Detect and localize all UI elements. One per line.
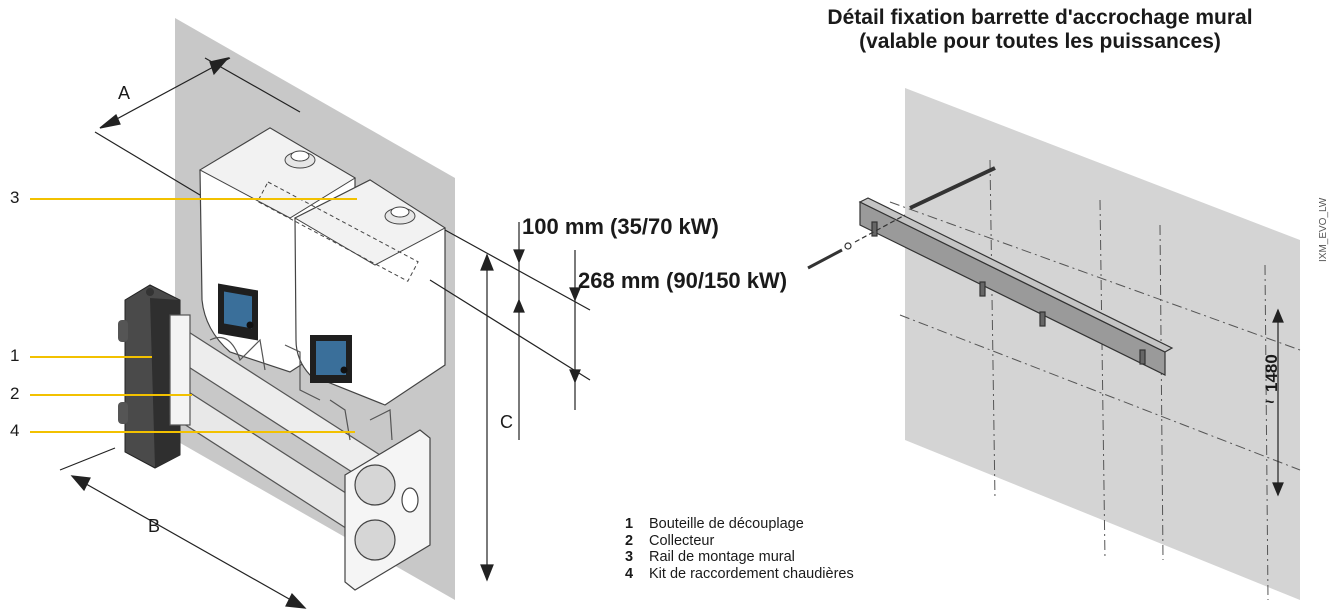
callout-3-label: 3 [10,188,20,207]
detail-height-approx: ~ [1265,394,1275,411]
legend-text: Rail de montage mural [649,549,795,565]
boiler-front [256,179,446,406]
dimension-b-label: B [148,516,161,536]
offset-dimension [513,222,581,440]
dimension-c [429,229,591,582]
legend-item: 3 Rail de montage mural [625,549,854,566]
dimension-a [94,57,301,196]
legend-number: 3 [625,549,634,565]
legend: 1 Bouteille de découplage 2 Collecteur 3 Ra… [625,516,854,582]
detail-title: Détail fixation barrette d'accrochage mu… [780,6,1300,54]
legend-item: 2 Collecteur [625,533,854,550]
callout-4-label: 4 [10,421,20,440]
detail-guidelines [889,159,1301,601]
callout-1-label: 1 [10,346,20,365]
note-268mm: 268 mm (90/150 kW) [578,268,788,293]
legend-text: Bouteille de découplage [649,516,804,532]
flange-frame [344,429,431,591]
callout-lines [30,198,357,433]
detail-height-value: 1480 [1262,354,1281,392]
note-100mm: 100 mm (35/70 kW) [522,214,719,239]
legend-text: Kit de raccordement chaudières [649,565,854,582]
detail-title-line2: (valable pour toutes les puissances) [859,30,1221,53]
dimension-b [59,447,307,609]
legend-number: 1 [625,516,634,532]
reference-code: IXM_EVO_LW [1318,197,1329,262]
legend-text: Collecteur [649,532,715,549]
screw-and-plug [807,166,996,270]
dimension-a-label: A [118,83,131,103]
detail-title-line1: Détail fixation barrette d'accrochage mu… [827,6,1253,29]
legend-number: 4 [625,565,634,582]
callout-2-label: 2 [10,384,20,403]
legend-item: 1 Bouteille de découplage [625,516,854,533]
height-dimension [1272,308,1284,497]
wall-bar [858,197,1174,376]
dimension-c-label: C [500,412,513,432]
legend-number: 2 [625,532,634,549]
legend-item: 4 Kit de raccordement chaudières [625,566,854,583]
